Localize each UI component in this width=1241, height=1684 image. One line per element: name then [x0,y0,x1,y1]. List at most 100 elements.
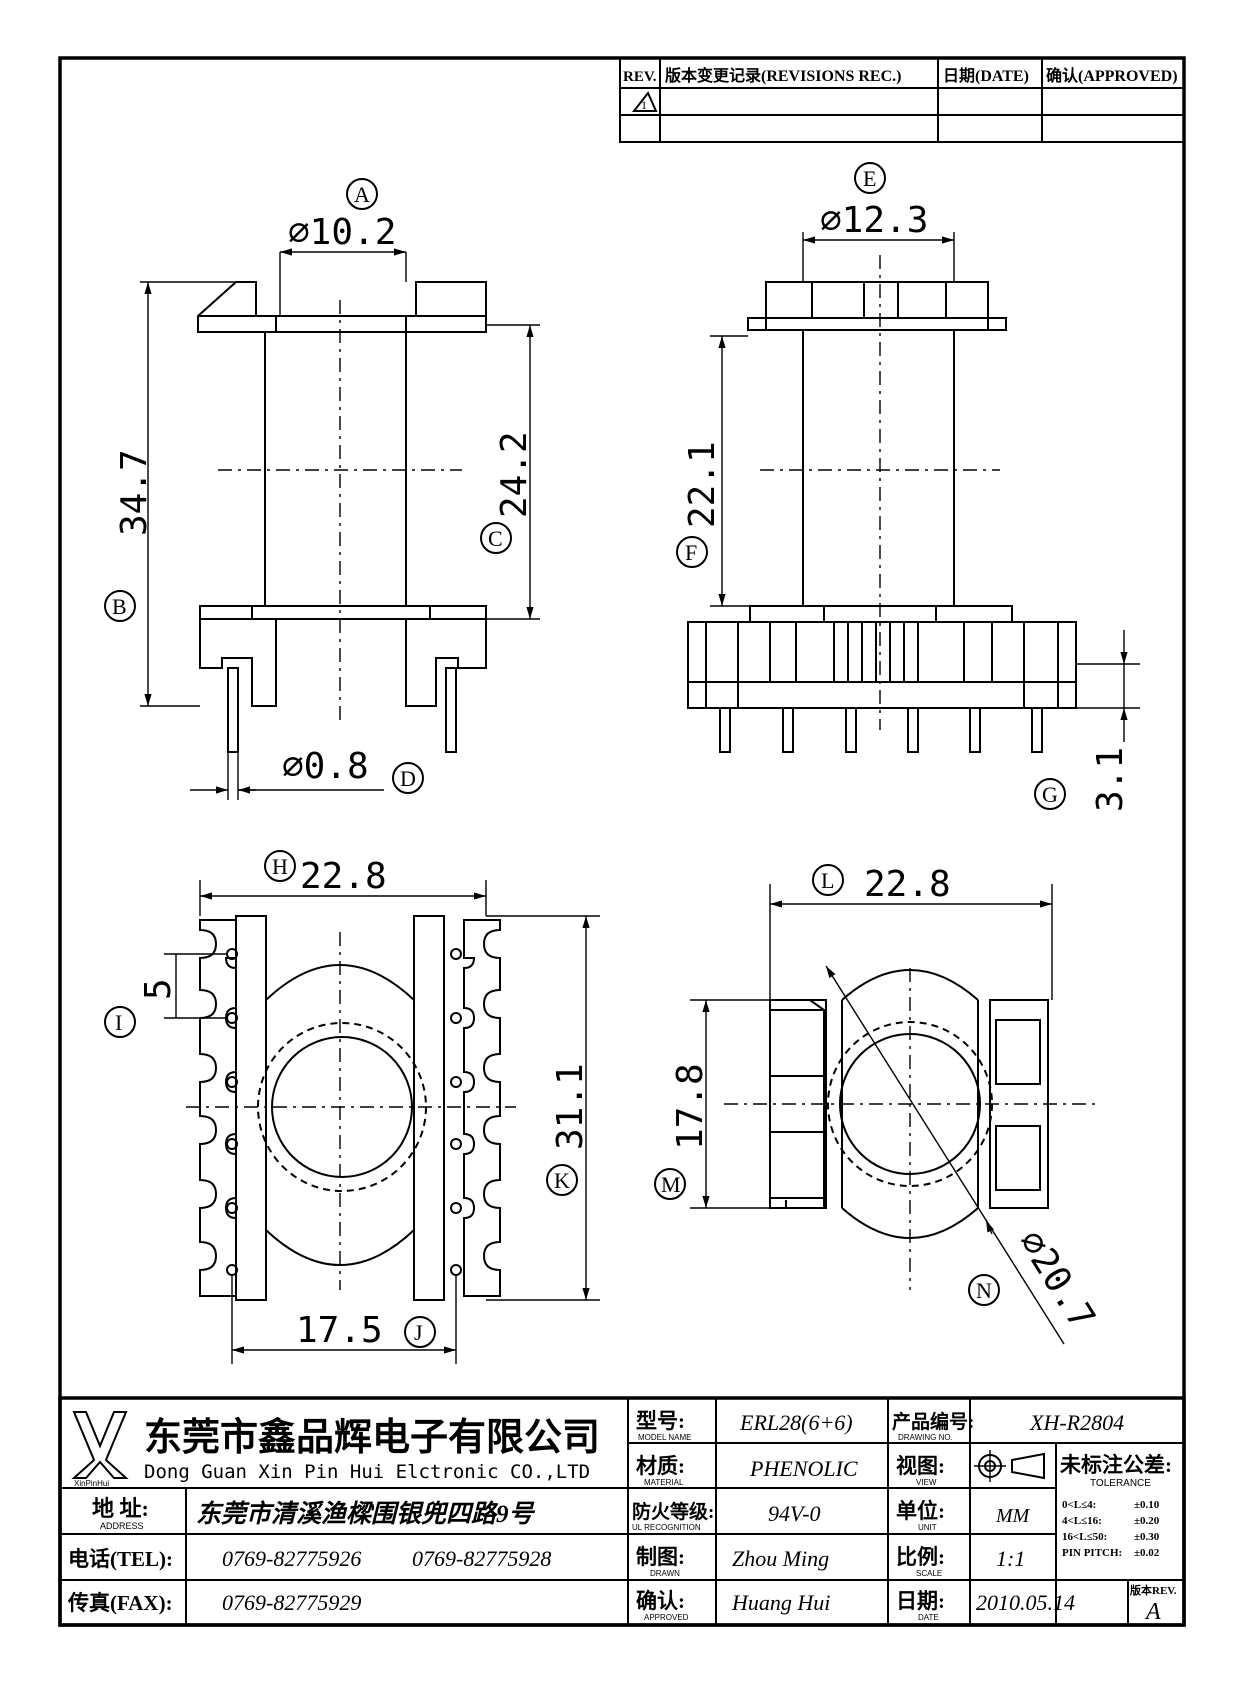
scale-value: 1:1 [996,1546,1025,1571]
drawing-no-value: XH-R2804 [1029,1410,1124,1435]
address-value: 东莞市清溪渔樑围银兜四路9号 [196,1500,536,1528]
scale-label: 比例: [896,1545,945,1569]
svg-text:N: N [976,1278,992,1303]
drawing-border [58,56,1186,1627]
dim-d: ⌀0.8 [282,746,369,787]
svg-text:J: J [414,1320,423,1345]
bubble-e: E [854,162,886,194]
material-label: 材质: [636,1454,685,1478]
unit-value: MM [995,1505,1031,1527]
model-label: 型号: [636,1409,685,1433]
tel-value-1: 0769-82775926 [222,1546,361,1571]
svg-text:D: D [400,766,416,791]
bubble-f: F [676,536,708,568]
approved-label: 确认: [636,1589,685,1613]
bubble-l: L [812,864,844,896]
svg-text:0<L≤4:: 0<L≤4: [1062,1499,1096,1511]
svg-text:A: A [354,182,370,207]
drawn-value: Zhou Ming [732,1546,829,1571]
tolerance-label-en: TOLERANCE [1090,1478,1151,1489]
date-value: 2010.05.14 [976,1590,1075,1615]
date-header: 日期(DATE) [943,66,1029,85]
dim-c: 24.2 [494,431,535,518]
address-label: 地 址: [92,1496,149,1521]
dim-h: 22.8 [300,856,387,897]
unit-label-en: UNIT [918,1523,937,1532]
rev-header: REV. [623,69,657,85]
model-label-en: MODEL NAME [638,1433,692,1442]
drawing-no-label: 产品编号: [892,1410,974,1433]
svg-text:F: F [685,540,697,565]
revision-record-header: 版本变更记录(REVISIONS REC.) [664,66,901,85]
bubble-h: H [264,850,296,882]
bubble-j: J [404,1316,436,1348]
svg-text:C: C [488,526,503,551]
svg-text:1: 1 [641,98,647,112]
svg-text:B: B [112,594,127,619]
tel-label: 电话(TEL): [68,1547,173,1571]
fax-label: 传真(FAX): [67,1591,173,1615]
material-label-en: MATERIAL [644,1478,684,1487]
bubble-m: M [654,1168,686,1200]
bubble-g: G [1034,778,1066,810]
svg-text:±0.02: ±0.02 [1134,1547,1160,1559]
approved-label-en: APPROVED [644,1613,689,1622]
svg-text:H: H [272,854,288,879]
unit-label: 单位: [896,1499,945,1523]
dim-k: 31.1 [550,1063,591,1150]
bottom-view: 22.8 31.1 17.5 5 [138,856,600,1364]
company-logo: XinPinHui [71,1411,129,1488]
top-view: ⌀20.7 22.8 17.8 [670,864,1103,1345]
bubble-d: D [392,762,424,794]
flame-label: 防火等级: [632,1500,714,1523]
view-label-en: VIEW [916,1478,937,1487]
svg-text:L: L [821,868,834,893]
flame-value: 94V-0 [768,1501,821,1526]
dim-e: ⌀12.3 [820,200,928,241]
rev-value: A [1144,1599,1161,1625]
bubble-labels: A B C D E F G H I J K L M N [104,162,1066,1348]
date-label: 日期: [896,1589,945,1613]
svg-text:E: E [863,166,876,191]
bubble-c: C [480,522,512,554]
company-name-en: Dong Guan Xin Pin Hui Elctronic CO.,LTD [144,1461,590,1483]
svg-text:PIN PITCH:: PIN PITCH: [1062,1547,1122,1559]
drawing-no-label-en: DRAWING NO. [898,1433,953,1442]
svg-text:±0.10: ±0.10 [1134,1499,1160,1511]
svg-text:M: M [661,1172,681,1197]
bubble-k: K [546,1164,578,1196]
svg-text:XinPinHui: XinPinHui [74,1479,109,1488]
approved-value: Huang Hui [731,1590,830,1615]
svg-text:I: I [115,1010,122,1035]
address-label-en: ADDRESS [100,1521,144,1531]
dim-g: 3.1 [1090,747,1131,812]
revision-triangle-icon: 1 [631,91,658,112]
flame-label-en: UL RECOGNITION [632,1523,701,1532]
svg-text:±0.20: ±0.20 [1134,1515,1160,1527]
bubble-n: N [968,1274,1000,1306]
model-value: ERL28(6+6) [739,1410,853,1435]
bubble-a: A [346,178,378,210]
svg-text:±0.30: ±0.30 [1134,1531,1160,1543]
drawn-label: 制图: [636,1545,685,1569]
tolerance-table: 0<L≤4: ±0.10 4<L≤16: ±0.20 16<L≤50: ±0.3… [1062,1499,1160,1559]
dim-a: ⌀10.2 [288,212,396,253]
drawn-label-en: DRAWN [650,1569,680,1578]
projection-symbol-icon [974,1450,1045,1482]
svg-text:4<L≤16:: 4<L≤16: [1062,1515,1102,1527]
bubble-i: I [104,1006,136,1038]
title-block: XinPinHui 东莞市鑫品辉电子有限公司 Dong Guan Xin Pin… [58,1396,1186,1627]
dim-f: 22.1 [682,441,723,528]
rev-label: 版本REV. [1130,1583,1177,1597]
svg-text:K: K [554,1168,570,1193]
svg-text:G: G [1042,782,1058,807]
company-name-cn: 东莞市鑫品辉电子有限公司 [144,1417,600,1459]
date-label-en: DATE [918,1613,939,1622]
view-label: 视图: [896,1454,945,1478]
bubble-b: B [104,590,136,622]
svg-text:16<L≤50:: 16<L≤50: [1062,1531,1107,1543]
dim-b: 34.7 [114,449,155,536]
tolerance-label: 未标注公差: [1060,1453,1172,1477]
side-view: ⌀12.3 22.1 3.1 [682,200,1140,812]
